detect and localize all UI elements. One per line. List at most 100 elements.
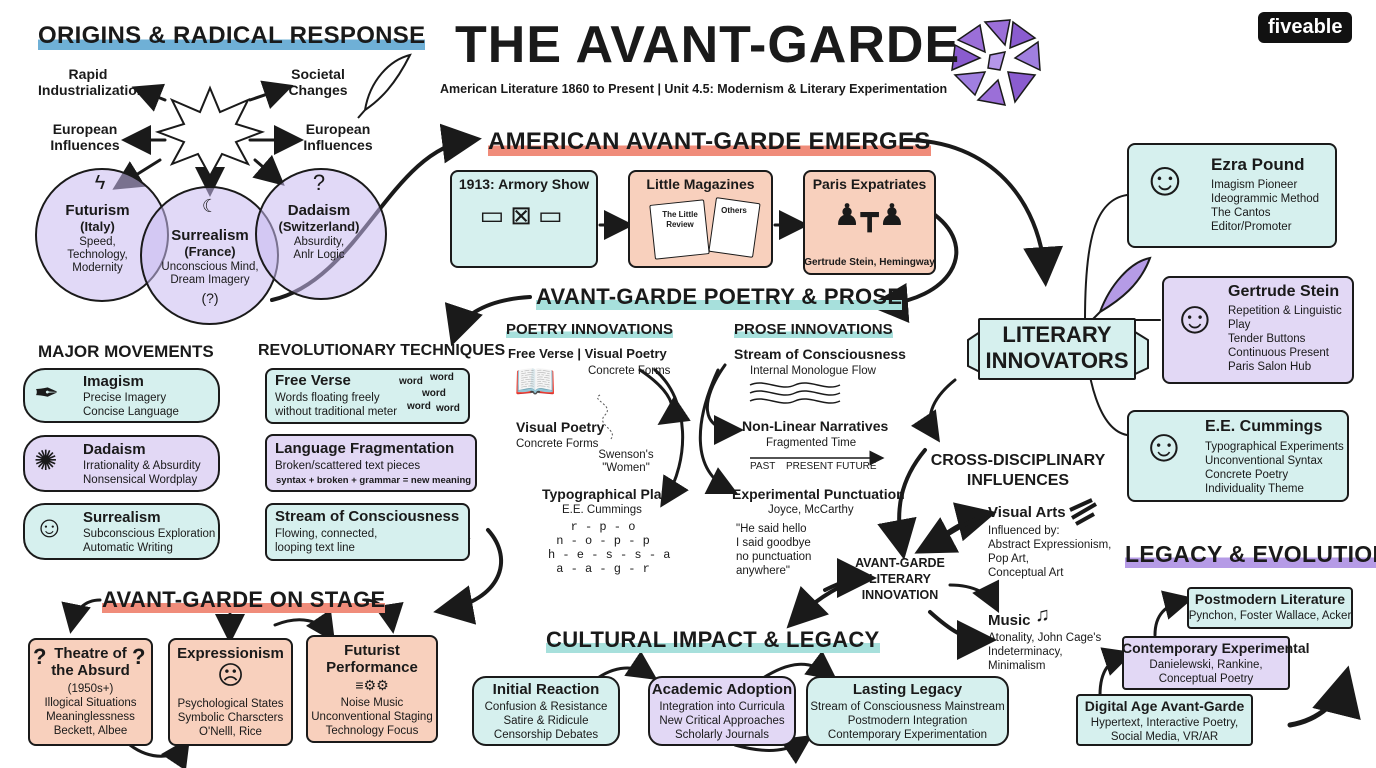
quote-line-0: "He said hello <box>736 523 807 535</box>
technique-free-verse-line-1: without traditional meter <box>275 406 398 418</box>
futurism-desc-1: Technology, <box>67 249 128 261</box>
paris-expatriates-card[interactable] <box>803 170 936 275</box>
surrealism-circle <box>140 186 279 325</box>
poetry-visual-sub: Concrete Forms <box>516 438 599 450</box>
music-line-0: Atonality, John Cage's <box>988 632 1102 644</box>
screaming-face-icon: ☹ <box>216 660 245 690</box>
magazine-label-0: The Little Review <box>662 210 698 229</box>
question-left-icon: ? <box>33 644 47 669</box>
ee-cummings-portrait-icon: ☺ <box>1140 419 1188 471</box>
question-right-icon: ? <box>132 644 146 669</box>
stage-absurd-line-2: Meaninglessness <box>46 711 135 723</box>
poetry-free-verse-sub: Concrete Forms <box>588 365 671 377</box>
floating-word-4: word <box>436 403 460 414</box>
fragmentation-formula: syntax + broken + grammar = new meaning <box>276 475 472 486</box>
movement-imagism-line-1: Concise Language <box>83 406 179 418</box>
cultural-lasting-card[interactable] <box>806 676 1009 746</box>
page-subtitle: American Literature 1860 to Present | Un… <box>440 82 948 96</box>
gertrude-stein-card[interactable] <box>1162 276 1354 384</box>
moon-icon: ☾ <box>201 196 219 216</box>
armory-show-card[interactable] <box>450 170 598 268</box>
timeline-future: FUTURE <box>836 461 877 472</box>
technique-stream[interactable] <box>265 503 470 561</box>
cultural-lasting-name: Lasting Legacy <box>852 681 963 698</box>
literary-innovators-header: LITERARY INNOVATORS <box>985 322 1129 373</box>
visual-arts-line-2: Pop Art, <box>988 553 1029 565</box>
cultural-initial-card[interactable] <box>472 676 620 746</box>
futurism-desc-2: Modernity <box>72 262 123 274</box>
ee-cummings-card[interactable] <box>1127 410 1349 502</box>
legacy-postmodern-card[interactable] <box>1187 587 1353 629</box>
stage-expr-line-0: Psychological States <box>177 698 284 710</box>
prose-punct-sub: Joyce, McCarthy <box>768 504 854 516</box>
futurism-place: (Italy) <box>80 219 115 234</box>
stage-absurd-name-1: the Absurd <box>51 662 130 679</box>
cultural-academic-card[interactable] <box>648 676 796 746</box>
technique-stream-name: Stream of Consciousness <box>275 508 460 525</box>
magazine-label-1: Others <box>721 206 747 215</box>
movement-dadaism-line-1: Nonsensical Wordplay <box>83 474 198 486</box>
cross-header-1: INFLUENCES <box>966 472 1070 489</box>
dadaism-name: Dadaism <box>287 202 351 219</box>
cultural-lasting-line-0: Stream of Consciousness Mainstream <box>810 701 1005 713</box>
question-mark-icon: ? <box>312 170 326 195</box>
starburst-icon <box>154 85 266 179</box>
ee-cummings-line-2: Concrete Poetry <box>1205 469 1289 481</box>
legacy-contemporary-line-1: Conceptual Poetry <box>1158 673 1254 685</box>
floating-word-0: word <box>399 376 423 387</box>
ezra-pound-line-2: The Cantos <box>1211 207 1271 219</box>
techniques-header: REVOLUTIONARY TECHNIQUES <box>258 342 506 359</box>
movement-imagism[interactable] <box>23 368 220 423</box>
movement-dadaism[interactable] <box>23 435 220 492</box>
surrealism-desc-1: Dream Imagery <box>170 274 250 286</box>
movement-imagism-name: Imagism <box>83 373 144 390</box>
art-frames-icon: ▭⊠▭ <box>479 200 569 230</box>
thought-bubble-icon: (?) <box>201 290 219 306</box>
technique-fragmentation[interactable] <box>265 434 477 492</box>
timeline-present: PRESENT <box>786 461 834 472</box>
ezra-pound-card[interactable] <box>1127 143 1337 248</box>
quote-line-3: anywhere" <box>736 565 790 577</box>
ee-cummings-name: E.E. Cummings <box>1205 418 1323 435</box>
cultural-lasting-line-1: Postmodern Integration <box>847 715 968 727</box>
technique-free-verse[interactable] <box>265 368 470 424</box>
music-line-2: Minimalism <box>988 660 1046 672</box>
cultural-initial-name: Initial Reaction <box>492 681 600 698</box>
prose-punct: Experimental Punctuation <box>732 486 905 502</box>
technique-free-verse-name: Free Verse <box>275 372 351 389</box>
wavy-lines-icon <box>749 382 841 404</box>
paris-expatriates-title: Paris Expatriates <box>812 176 927 192</box>
purple-quill-icon <box>1091 256 1152 321</box>
legacy-digital-card[interactable] <box>1076 694 1253 746</box>
movement-surrealism-line-0: Subconscious Exploration <box>83 528 216 540</box>
stage-futurist-card[interactable] <box>306 635 438 743</box>
cultural-lasting-line-2: Contemporary Experimentation <box>827 729 988 741</box>
typo-line-0: r - p - o <box>570 520 636 534</box>
swenson-shape-icon <box>597 394 613 441</box>
paris-caption: Gertrude Stein, Hemingway <box>804 257 935 268</box>
cultural-initial-line-0: Confusion & Resistance <box>484 701 608 713</box>
stage-futurist-name-0: Futurist <box>344 642 400 659</box>
fiveable-logo[interactable]: fiveable <box>1258 12 1353 43</box>
cultural-header: CULTURAL IMPACT & LEGACY <box>546 627 880 653</box>
dreaming-face-icon: ☺ <box>34 511 65 544</box>
cultural-academic-line-2: Scholarly Journals <box>675 729 769 741</box>
poetry-visual: Visual Poetry <box>516 419 605 435</box>
technique-fragmentation-name: Language Fragmentation <box>275 440 455 457</box>
timeline-past: PAST <box>750 461 776 472</box>
floating-word-2: word <box>422 388 446 399</box>
stage-absurd-card[interactable] <box>28 638 153 746</box>
cultural-academic-line-0: Integration into Curricula <box>659 701 785 713</box>
legacy-postmodern-name: Postmodern Literature <box>1194 591 1346 607</box>
movement-surrealism[interactable] <box>23 503 220 560</box>
stage-absurd-line-0: (1950s+) <box>67 683 114 695</box>
poetry-innovations-header: POETRY INNOVATIONS <box>506 321 673 338</box>
gertrude-stein-line-0: Repetition & Linguistic <box>1228 305 1342 317</box>
gears-icon: ≡⚙⚙ <box>355 677 389 693</box>
cafe-table-icon: ♟┳♟ <box>833 199 906 232</box>
stage-futurist-name-1: Performance <box>326 659 418 676</box>
legacy-contemporary-name: Contemporary Experimental <box>1122 640 1310 656</box>
origins-header: ORIGINS & RADICAL RESPONSE <box>38 22 426 50</box>
stage-futurist-line-1: Unconventional Staging <box>311 711 433 723</box>
cause-european-left: European Influences <box>50 121 120 153</box>
